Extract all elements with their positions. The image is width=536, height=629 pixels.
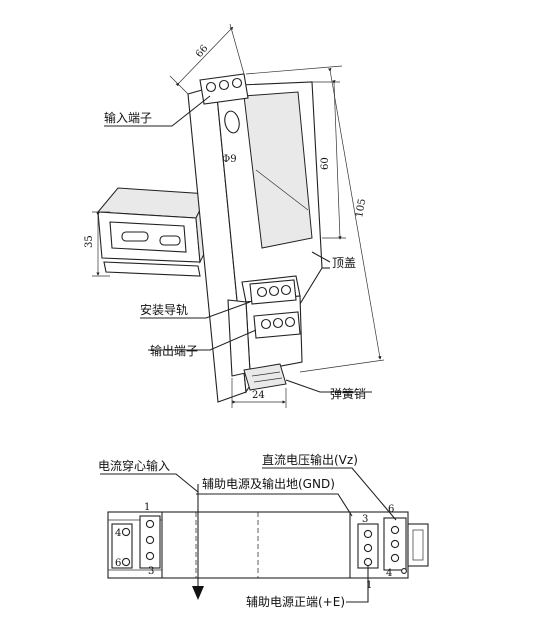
spring-pin-shape xyxy=(243,363,287,391)
label-top-cover: 顶盖 xyxy=(332,256,356,270)
dim-hole: Φ9 xyxy=(222,154,237,165)
leader-lines xyxy=(104,95,372,393)
pin-label-left-bottom: 3 xyxy=(148,566,154,577)
through-hole xyxy=(224,110,240,134)
rail-slot-right xyxy=(159,235,181,246)
output-terminal-block xyxy=(249,279,301,339)
pin-label-right-bottom: 4 xyxy=(386,568,392,579)
label-current-input: 电流穿心输入 xyxy=(98,458,170,473)
output-screw-b3 xyxy=(284,316,296,328)
dimension-lines xyxy=(92,23,385,408)
label-spring-pin: 弹簧销 xyxy=(330,386,366,401)
left-side-pin-6 xyxy=(121,557,131,567)
center-pin-1 xyxy=(363,557,373,567)
label-output-terminal: 输出端子 xyxy=(150,343,198,358)
pin-label-right-top: 6 xyxy=(388,504,394,515)
output-screw-a1 xyxy=(256,286,268,298)
mounting-rail-shape xyxy=(96,187,213,277)
leader-vz xyxy=(262,467,397,521)
dim-rail-height: 35 xyxy=(84,235,95,248)
dim-length: 105 xyxy=(354,198,368,219)
right-pin-4 xyxy=(390,553,400,563)
isometric-view: 66 60 105 35 24 Φ9 输入端子 安装导轨 输出端子 顶盖 弹簧销 xyxy=(84,23,385,408)
rail-slot-left xyxy=(121,231,149,242)
left-pin-2 xyxy=(145,535,155,545)
dim-depth: 24 xyxy=(252,390,265,401)
input-terminal-block xyxy=(199,73,249,105)
left-pin-3 xyxy=(145,551,155,561)
input-screw-2 xyxy=(218,79,230,91)
wiring-view: 1 3 4 6 6 4 3 1 直流电压输出(Vz) 辅助电源及输出地(GND)… xyxy=(98,452,429,609)
left-pin-1 xyxy=(145,519,155,529)
label-input-terminal: 输入端子 xyxy=(104,110,152,125)
pin-label-center-bottom: 1 xyxy=(366,580,372,591)
module-body xyxy=(187,81,323,403)
dim-height: 60 xyxy=(320,157,331,170)
label-mounting-rail: 安装导轨 xyxy=(140,302,188,317)
center-pin-2 xyxy=(363,543,373,553)
output-screw-a3 xyxy=(280,284,292,296)
label-dc-voltage-output: 直流电压输出(Vz) xyxy=(262,452,358,467)
pin-label-left-side-bottom: 6 xyxy=(115,558,121,569)
label-aux-power-positive: 辅助电源正端(+E) xyxy=(246,595,345,609)
right-terminal-block xyxy=(383,517,407,574)
center-terminal-block xyxy=(357,523,379,569)
center-pin-3 xyxy=(363,529,373,539)
current-direction-arrow xyxy=(192,586,204,600)
input-screw-3 xyxy=(231,77,243,89)
output-screw-b2 xyxy=(272,317,284,329)
leader-current-input xyxy=(100,473,199,493)
label-aux-power-gnd: 辅助电源及输出地(GND) xyxy=(202,476,335,491)
left-terminal-block xyxy=(111,515,161,569)
pin-label-left-top: 1 xyxy=(144,502,150,513)
dim-width: 66 xyxy=(194,43,211,60)
output-screw-b1 xyxy=(260,318,272,330)
right-pin-5 xyxy=(390,539,400,549)
left-side-pin-4 xyxy=(121,527,131,537)
right-pin-6 xyxy=(390,525,400,535)
leader-gnd xyxy=(196,493,353,517)
pin-label-left-side-top: 4 xyxy=(115,528,121,539)
input-screw-1 xyxy=(205,81,217,93)
output-screw-a2 xyxy=(268,285,280,297)
pin-label-center-top: 3 xyxy=(362,514,368,525)
leader-positive xyxy=(346,566,369,603)
